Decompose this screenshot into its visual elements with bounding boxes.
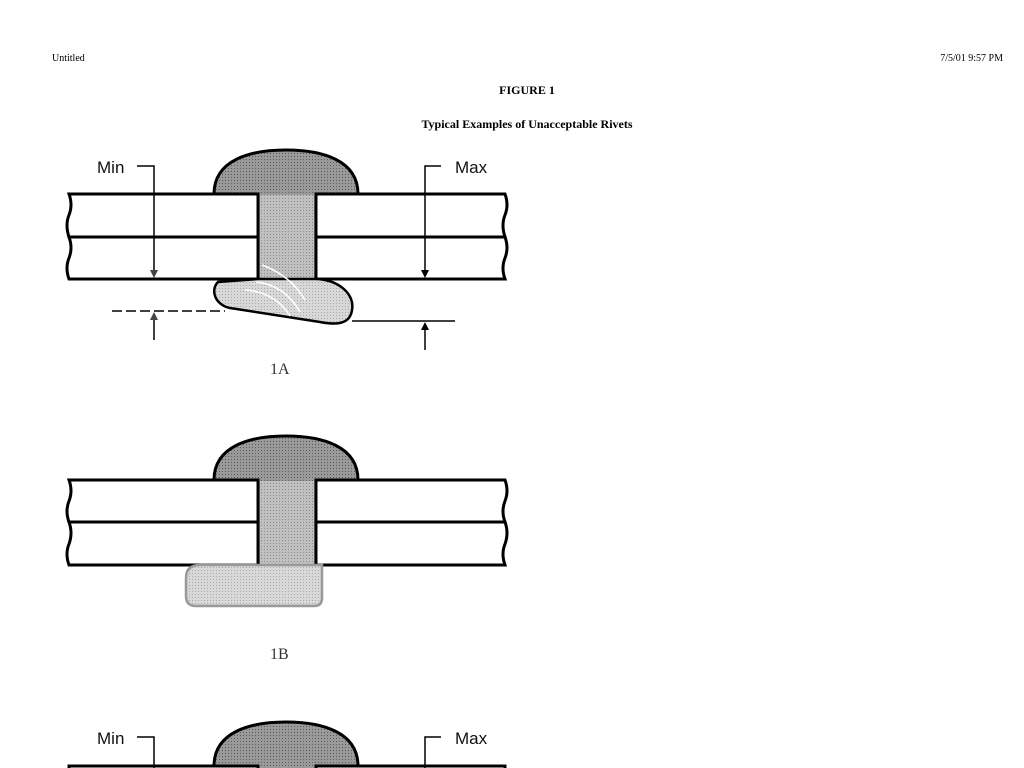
plate-top-right [314,478,509,524]
rivet-diagram-1c: Min Max [67,720,507,768]
rivet-head [212,720,360,768]
plate-top-right [314,192,509,239]
rivet-diagram-1b: 1B [65,434,509,663]
caption-1a: 1A [270,361,290,378]
figure-subtitle: Typical Examples of Unacceptable Rivets [421,117,633,131]
min-label: Min [97,729,124,748]
plate-bottom-left [65,235,260,281]
plate-bottom-right [314,235,509,281]
plate-bottom-left [65,520,260,567]
plate-top-left [65,478,260,524]
plate-top-left [65,192,260,239]
rivet-shank [260,481,314,565]
min-dimension-bracket [137,165,155,272]
max-label: Max [455,729,488,748]
max-label: Max [455,158,488,177]
rivet-diagram-1a: Min Max 1A [65,148,509,378]
page-header-timestamp: 7/5/01 9:57 PM [940,53,1003,64]
rivet-tail-offset [184,563,324,608]
rivet-shank [260,195,314,279]
page-header-title: Untitled [52,53,85,64]
rivet-tail-malformed [213,277,354,325]
max-dimension-bracket [424,165,441,272]
min-label: Min [97,158,124,177]
figure-title: FIGURE 1 [499,83,555,97]
caption-1b: 1B [270,646,289,663]
plate-bottom-right [314,520,509,567]
